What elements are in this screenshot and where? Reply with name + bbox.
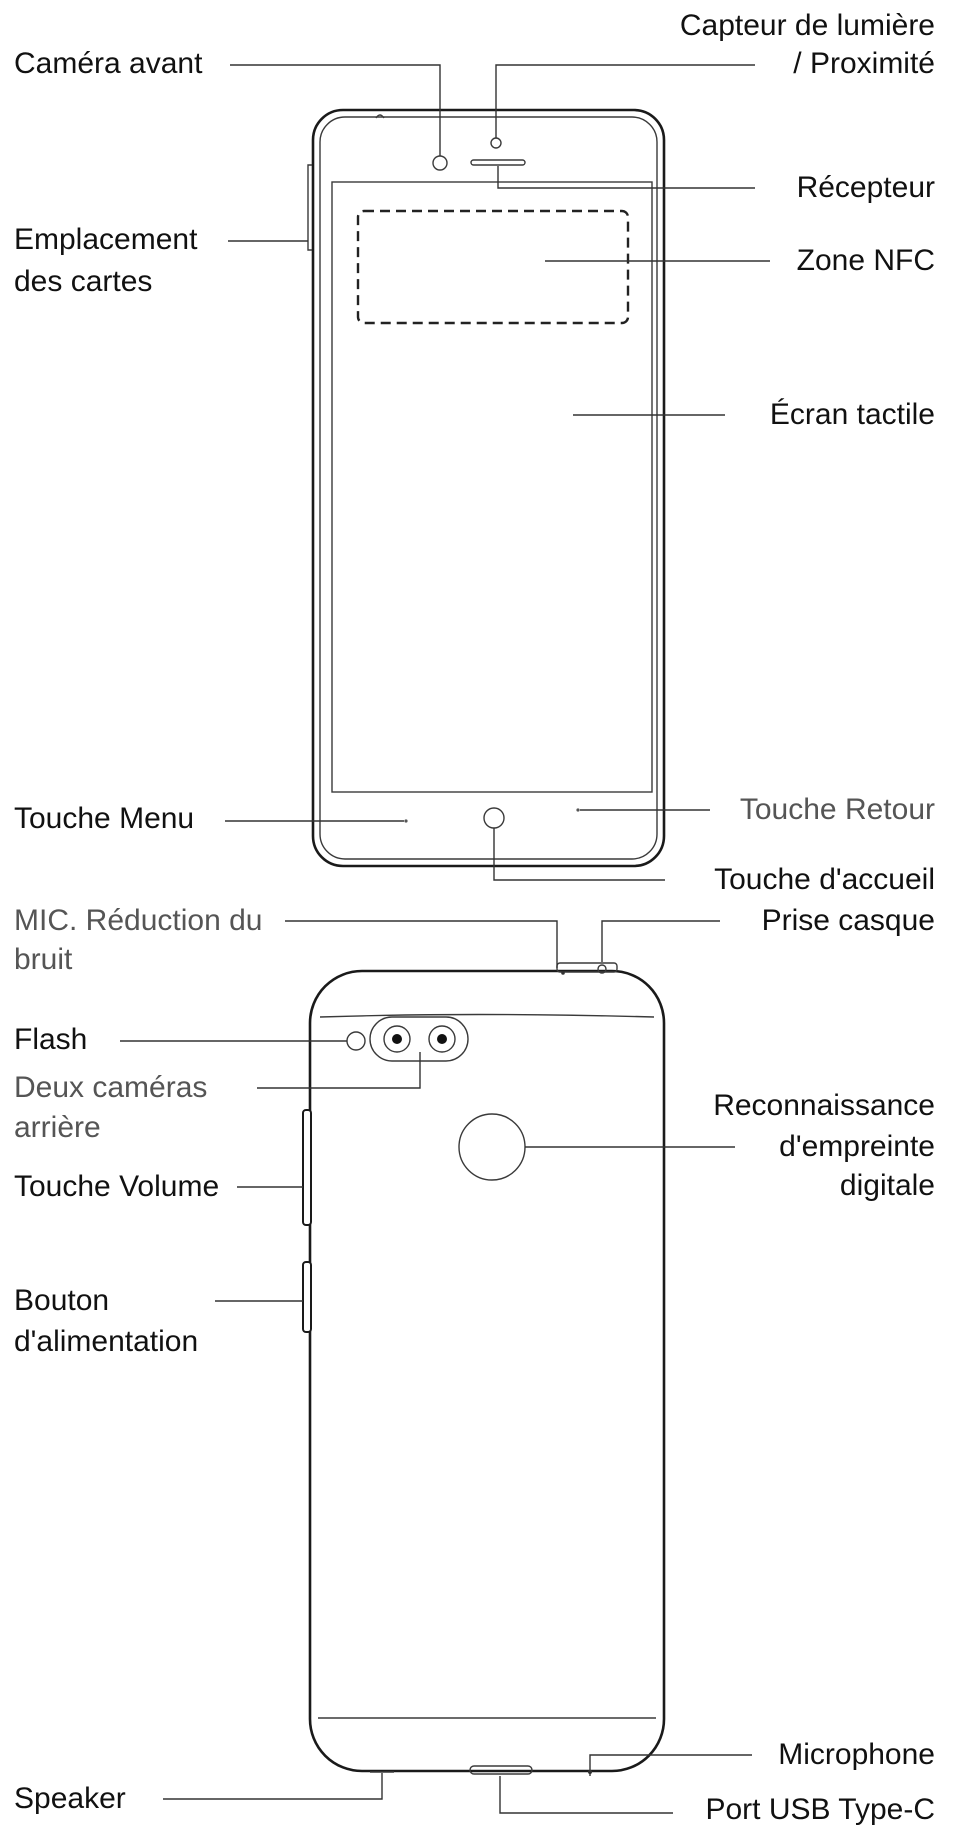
label-volume-key: Touche Volume <box>14 1170 220 1203</box>
dual-cameras-leader <box>257 1052 421 1089</box>
label-usb-port: Port USB Type-C <box>705 1793 935 1826</box>
label-noise-mic-line2: bruit <box>14 943 73 976</box>
back-top-band <box>319 1013 655 1018</box>
label-receiver: Récepteur <box>796 171 935 204</box>
back-key-icon <box>576 808 580 812</box>
phone-back-view <box>302 962 666 1775</box>
label-back-key: Touche Retour <box>739 793 935 826</box>
nfc-zone-outline <box>356 209 630 325</box>
light-sensor-leader <box>495 64 755 138</box>
phone-front-view <box>307 108 666 868</box>
label-card-slot-line2: des cartes <box>14 265 153 298</box>
label-microphone: Microphone <box>778 1738 935 1771</box>
touchscreen-area <box>331 181 653 793</box>
menu-key-icon <box>404 819 408 823</box>
top-notch-detail <box>375 114 385 119</box>
receiver-leader <box>497 166 755 189</box>
power-button-shape <box>302 1261 312 1333</box>
noise-mic-leader <box>285 920 558 968</box>
front-phone-bezel <box>319 116 658 860</box>
label-dual-cameras-line1: Deux caméras <box>14 1071 208 1104</box>
rear-camera-2-icon <box>428 1025 456 1053</box>
label-card-slot-line1: Emplacement <box>14 223 198 256</box>
usb-c-port-icon <box>469 1765 533 1775</box>
label-front-camera: Caméra avant <box>14 47 203 80</box>
headset-jack-leader <box>601 920 720 962</box>
front-phone-body <box>311 108 666 868</box>
front-leader-lines <box>225 64 770 881</box>
label-nfc-zone: Zone NFC <box>796 244 935 277</box>
label-fingerprint-line2: d'empreinte <box>779 1130 935 1163</box>
rear-camera-1-lens <box>392 1034 402 1044</box>
speaker-leader <box>163 1773 383 1800</box>
label-light-sensor-line2: / Proximité <box>793 47 935 80</box>
label-fingerprint-line1: Reconnaissance <box>713 1089 935 1122</box>
microphone-leader <box>589 1754 752 1776</box>
back-leader-lines <box>120 920 752 1814</box>
label-touchscreen: Écran tactile <box>769 398 935 431</box>
label-power-button-line1: Bouton <box>14 1284 110 1317</box>
label-light-sensor-line1: Capteur de lumière <box>679 9 935 42</box>
label-home-key: Touche d'accueil <box>714 863 935 896</box>
home-key-leader <box>493 828 665 881</box>
camera-module-housing <box>369 1016 469 1062</box>
front-camera-leader <box>230 64 441 156</box>
label-power-button-line2: d'alimentation <box>14 1325 199 1358</box>
label-fingerprint-line3: digitale <box>839 1169 935 1202</box>
back-phone-body <box>308 969 666 1773</box>
receiver-slot-icon <box>470 159 526 166</box>
label-flash: Flash <box>14 1023 88 1056</box>
noise-mic-hole-icon <box>561 971 565 975</box>
headset-jack-icon <box>597 964 607 974</box>
label-noise-mic-line1: MIC. Réduction du <box>14 904 263 937</box>
rear-camera-1-icon <box>383 1025 411 1053</box>
usb-port-leader <box>499 1776 673 1814</box>
label-dual-cameras-line2: arrière <box>14 1111 101 1144</box>
rear-camera-2-lens <box>437 1034 447 1044</box>
label-menu-key: Touche Menu <box>14 802 195 835</box>
volume-key-shape <box>302 1109 312 1226</box>
card-slot-detail <box>307 164 312 251</box>
label-speaker: Speaker <box>14 1782 126 1815</box>
label-headset-jack: Prise casque <box>761 904 935 937</box>
